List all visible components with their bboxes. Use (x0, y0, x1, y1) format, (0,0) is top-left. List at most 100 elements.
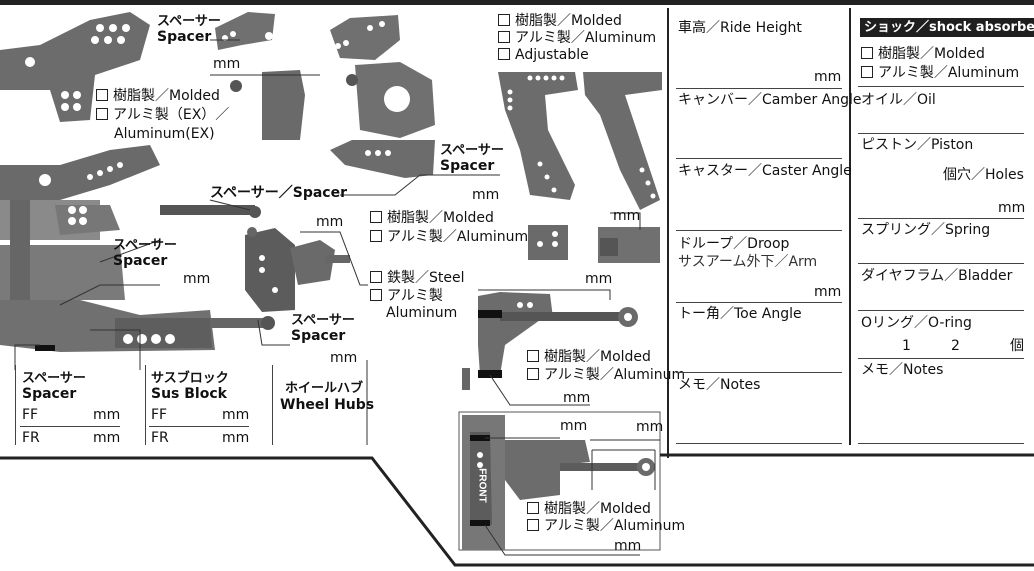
knuckle-aluminum-option[interactable]: アルミ製（EX）／ (96, 107, 229, 124)
susblock-ff-label: FF (151, 407, 168, 423)
checkbox[interactable] (498, 31, 510, 43)
lower-spacer-mm: mm (330, 350, 358, 366)
upper-spacer-mm: mm (316, 214, 344, 230)
arm-mm-top: mm (585, 271, 613, 287)
shock-aluminum-option[interactable]: アルミ製／Aluminum (861, 65, 1019, 82)
checkbox[interactable] (861, 66, 873, 78)
checkbox[interactable] (498, 48, 510, 60)
shock-title: ショック／shock absorber (860, 18, 1034, 37)
checkbox[interactable] (370, 289, 382, 301)
ride-height-label: 車高／Ride Height (678, 20, 802, 36)
axle-aluminum-en: Aluminum (386, 305, 458, 321)
upright-part (262, 70, 305, 140)
knuckle-molded-option[interactable]: 樹脂製／Molded (96, 88, 220, 105)
rear-block-frame (458, 411, 661, 551)
checkbox[interactable] (527, 519, 539, 531)
rear-molded-option[interactable]: 樹脂製／Molded (527, 501, 651, 518)
hub-molded-option[interactable]: 樹脂製／Molded (370, 210, 494, 227)
susblock-fr-unit: mm (222, 430, 250, 446)
checkbox[interactable] (527, 368, 539, 380)
arm-mm-bottom: mm (563, 390, 591, 406)
toe-line (676, 372, 842, 373)
front-hub-part (245, 228, 295, 312)
oil-line (858, 133, 1024, 134)
checkbox[interactable] (96, 89, 108, 101)
oring-line (858, 358, 1024, 359)
knuckle-upper-part (330, 15, 400, 60)
table-divider-3 (272, 365, 273, 445)
spacer-fr-label: FR (22, 430, 40, 446)
shock-notes-label: メモ／Notes (861, 362, 944, 378)
spacer-ff-label: FF (22, 407, 39, 423)
notes-label: メモ／Notes (678, 377, 761, 393)
spacer-table-en: Spacer (22, 386, 77, 402)
checkbox[interactable] (370, 211, 382, 223)
arm-molded-option[interactable]: 樹脂製／Molded (527, 349, 651, 366)
top-mm-unit: mm (213, 56, 241, 72)
axle-aluminum-option[interactable]: アルミ製 (370, 288, 443, 305)
upper-spacer-label: スペーサー／Spacer (210, 185, 347, 201)
checkbox[interactable] (498, 14, 510, 26)
caster-line (676, 230, 842, 231)
droop-unit: mm (814, 284, 842, 300)
section-divider (0, 456, 1034, 567)
bladder-label: ダイヤフラム／Bladder (861, 268, 1013, 284)
spring-unit: mm (998, 200, 1026, 216)
shock-spacer-mm: mm (183, 271, 211, 287)
checkbox[interactable] (527, 350, 539, 362)
checkbox[interactable] (370, 230, 382, 242)
spacer-ff-line (20, 426, 120, 427)
checkbox[interactable] (370, 271, 382, 283)
table-divider-2 (145, 365, 146, 445)
turnbuckle-part (160, 205, 255, 215)
upright-ball (230, 80, 242, 92)
tower-mm: mm (613, 208, 641, 224)
tower-molded-option[interactable]: 樹脂製／Molded (498, 13, 622, 30)
ride-height-unit: mm (814, 69, 842, 85)
toe-label: トー角／Toe Angle (678, 306, 802, 322)
front-arm-part (0, 145, 160, 200)
susblock-ff-unit: mm (222, 407, 250, 423)
rear-right-mm: mm (636, 419, 664, 435)
susblock-ff-line (149, 426, 249, 427)
droop-sub: サスアーム外下／Arm (678, 254, 818, 270)
ride-height-line (676, 88, 842, 89)
front-direction-label: FRONT (470, 458, 494, 518)
susblock-fr-label: FR (151, 430, 169, 446)
holes-label: 個穴／Holes (943, 167, 1024, 183)
bladder-line (858, 310, 1024, 311)
knuckle-aluminum-en: Aluminum(EX) (114, 126, 215, 142)
checkbox[interactable] (527, 502, 539, 514)
checkbox[interactable] (96, 108, 108, 120)
hub-aluminum-option[interactable]: アルミ製／Aluminum (370, 229, 528, 246)
spacer-fr-unit: mm (93, 430, 121, 446)
wheel-hubs-jp: ホイールハブ (285, 381, 364, 396)
shock-material-line (858, 86, 1024, 87)
camber-line (676, 158, 842, 159)
piston-line (858, 218, 1024, 219)
notes-line (676, 443, 842, 444)
rear-top-mm: mm (560, 418, 588, 434)
camber-label: キャンバー／Camber Angle (678, 92, 862, 108)
susblock-table-en: Sus Block (151, 386, 227, 402)
oil-label: オイル／Oil (861, 92, 936, 108)
axle-steel-option[interactable]: 鉄製／Steel (370, 270, 465, 287)
arm-aluminum-option[interactable]: アルミ製／Aluminum (527, 367, 685, 384)
caster-label: キャスター／Caster Angle (678, 163, 852, 179)
spring-label: スプリング／Spring (861, 222, 991, 238)
droop-label: ドループ／Droop (678, 236, 790, 252)
tower-adjustable-option[interactable]: Adjustable (498, 47, 589, 64)
spacer-top-en: Spacer (157, 29, 212, 45)
shock-molded-option[interactable]: 樹脂製／Molded (861, 46, 985, 63)
lower-spacer-jp: スペーサー (291, 313, 355, 328)
checkbox[interactable] (861, 47, 873, 59)
rear-aluminum-option[interactable]: アルミ製／Aluminum (527, 518, 685, 535)
steering-plate-part (0, 12, 150, 122)
tower-aluminum-option[interactable]: アルミ製／Aluminum (498, 30, 656, 47)
spacer-table-jp: スペーサー (22, 371, 86, 386)
droop-line (676, 302, 842, 303)
spacer-upright-en: Spacer (440, 158, 495, 174)
front-label-text: FRONT (476, 468, 488, 503)
top-border (0, 0, 1034, 5)
